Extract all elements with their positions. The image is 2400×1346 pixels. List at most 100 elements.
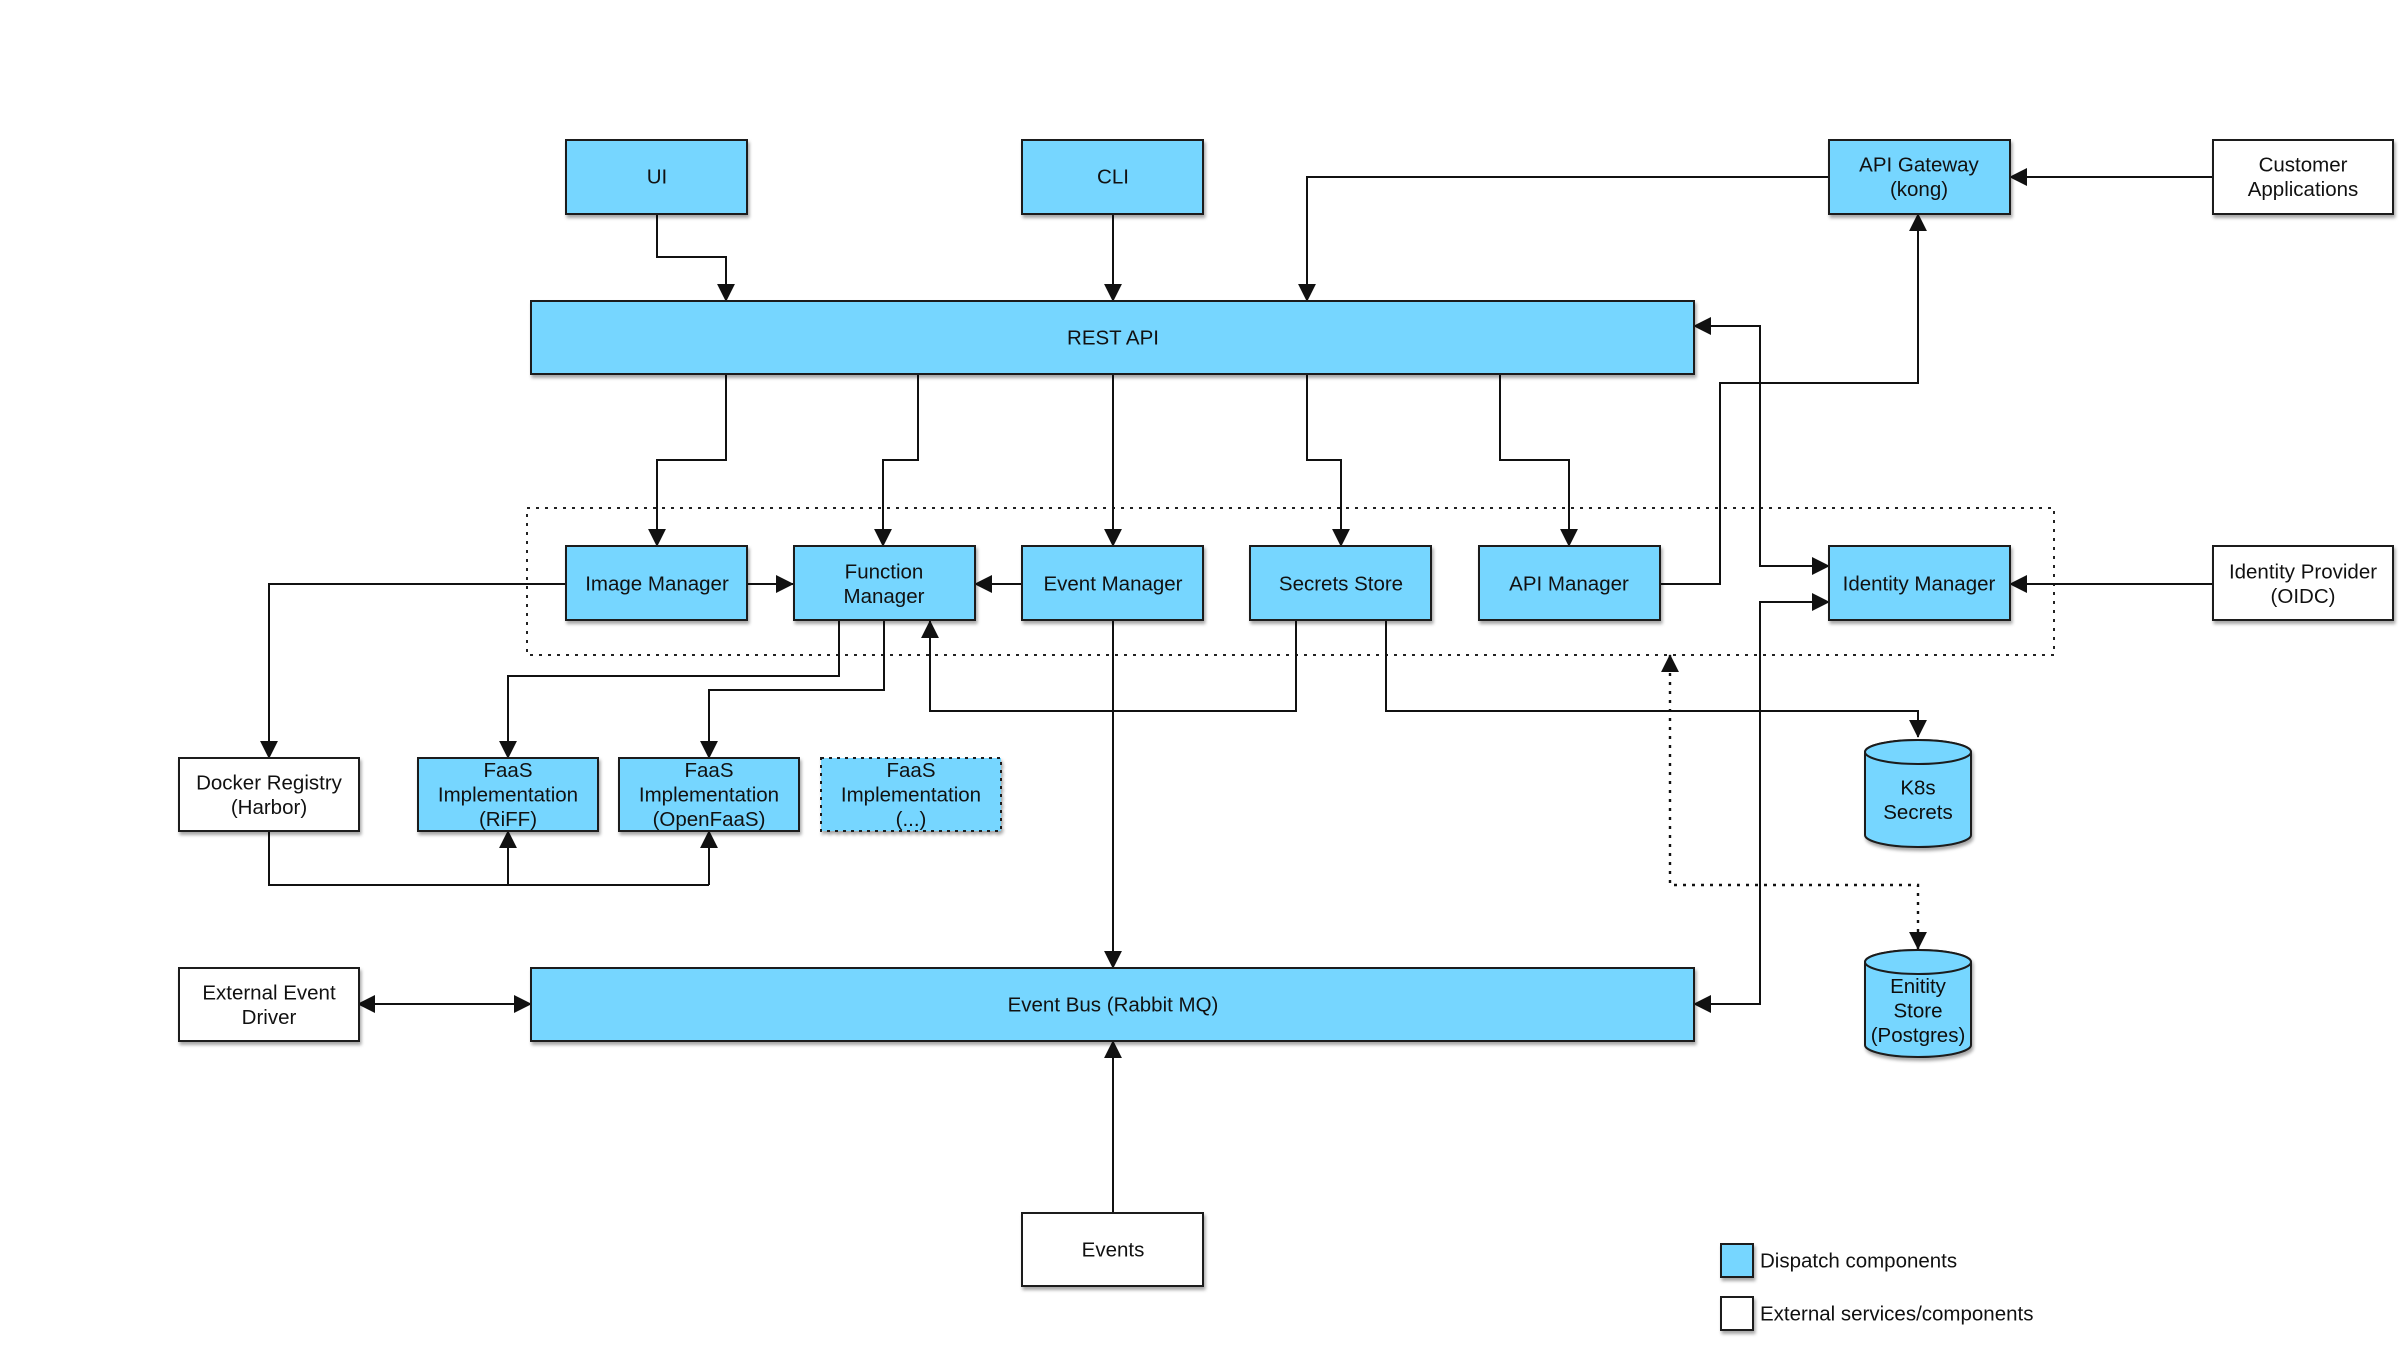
connector-rest-to-function-manager — [874, 374, 919, 547]
label-line: Docker Registry — [196, 771, 343, 794]
event-manager-box[interactable]: Event Manager — [1021, 545, 1204, 621]
connector-image-manager-to-registry — [260, 583, 566, 759]
connector-function-manager-to-riff — [499, 621, 840, 759]
event-bus-label: Event Bus (Rabbit MQ) — [1008, 994, 1219, 1017]
label-line: Manager — [844, 585, 925, 608]
secrets-store-label: Secrets Store — [1279, 573, 1403, 596]
ui-box[interactable]: UI — [565, 139, 748, 215]
label-line: API Gateway — [1859, 153, 1979, 176]
api-gateway-box[interactable]: API Gateway(kong) — [1828, 139, 2011, 215]
events-label: Events — [1082, 1239, 1145, 1262]
connector-rest-identity-manager — [1693, 317, 1830, 575]
rest-api-label: REST API — [1067, 327, 1159, 350]
label-line: Events — [1082, 1239, 1145, 1262]
label-line: Implementation — [438, 784, 578, 807]
connector-api-manager-to-gateway — [1660, 213, 1927, 585]
label-line: CLI — [1097, 166, 1129, 189]
ui-label: UI — [647, 166, 668, 189]
events-box[interactable]: Events — [1021, 1212, 1204, 1287]
label-line: (OpenFaaS) — [653, 808, 766, 831]
label-line: Identity Manager — [1843, 573, 1996, 596]
label-line: (...) — [896, 808, 927, 831]
connector-gateway-to-rest — [1298, 176, 1829, 302]
label-line: Secrets — [1883, 801, 1953, 824]
event-bus-box[interactable]: Event Bus (Rabbit MQ) — [530, 967, 1695, 1042]
image-manager-box[interactable]: Image Manager — [565, 545, 748, 621]
legend-external-label: External services/components — [1760, 1303, 2033, 1326]
label-line: Event Manager — [1043, 573, 1182, 596]
api-gateway-label: API Gateway(kong) — [1859, 153, 1979, 201]
label-line: Store — [1894, 1000, 1943, 1023]
legend: Dispatch components External services/co… — [1720, 1243, 2033, 1331]
label-line: Event Bus (Rabbit MQ) — [1008, 994, 1219, 1017]
rest-api-box[interactable]: REST API — [530, 300, 1695, 375]
label-line: Enitity — [1890, 975, 1947, 998]
label-line: API Manager — [1509, 573, 1629, 596]
identity-manager-box[interactable]: Identity Manager — [1828, 545, 2011, 621]
label-line: Customer — [2259, 153, 2348, 176]
connectors — [260, 168, 2213, 1213]
label-line: Function — [845, 560, 924, 583]
cli-box[interactable]: CLI — [1021, 139, 1204, 215]
legend-dispatch-label: Dispatch components — [1760, 1250, 1957, 1273]
label-line: UI — [647, 166, 668, 189]
label-line: FaaS — [887, 759, 936, 782]
label-line: Driver — [242, 1006, 297, 1029]
label-line: (RiFF) — [479, 808, 537, 831]
connector-ui-to-rest — [656, 214, 735, 302]
connector-rest-to-image-manager — [648, 374, 727, 547]
label-line: Secrets Store — [1279, 573, 1403, 596]
docker-registry-box[interactable]: Docker Registry(Harbor) — [178, 757, 360, 832]
label-line: REST API — [1067, 327, 1159, 350]
legend-external-swatch — [1720, 1296, 1754, 1331]
connector-secrets-to-k8s — [1385, 621, 1927, 738]
identity-manager-label: Identity Manager — [1843, 573, 1996, 596]
docker-registry-label: Docker Registry(Harbor) — [196, 771, 343, 819]
event-manager-label: Event Manager — [1043, 573, 1182, 596]
label-line: Identity Provider — [2229, 560, 2377, 583]
api-manager-box[interactable]: API Manager — [1478, 545, 1661, 621]
label-line: FaaS — [685, 759, 734, 782]
label-line: Implementation — [841, 784, 981, 807]
label-line: K8s — [1900, 776, 1935, 799]
secrets-store-box[interactable]: Secrets Store — [1249, 545, 1432, 621]
connector-bus-identity-manager — [1693, 593, 1830, 1013]
label-line: Applications — [2248, 178, 2359, 201]
label-line: FaaS — [484, 759, 533, 782]
legend-dispatch-swatch — [1720, 1243, 1754, 1278]
connector-rest-to-api-manager — [1499, 374, 1578, 547]
label-line: (Harbor) — [231, 796, 307, 819]
identity-provider-label: Identity Provider(OIDC) — [2229, 560, 2377, 608]
cli-label: CLI — [1097, 166, 1129, 189]
connector-function-manager-to-openfaas — [700, 621, 885, 759]
label-line: (OIDC) — [2271, 585, 2336, 608]
connector-registry-to-faas — [268, 831, 709, 886]
label-line: (Postgres) — [1871, 1024, 1966, 1047]
label-line: Image Manager — [585, 573, 729, 596]
image-manager-label: Image Manager — [585, 573, 729, 596]
label-line: (kong) — [1890, 178, 1948, 201]
api-manager-label: API Manager — [1509, 573, 1629, 596]
connector-rest-to-secrets-store — [1306, 374, 1350, 547]
connector-entity-store-dotted — [1661, 654, 1927, 950]
label-line: External Event — [202, 981, 336, 1004]
identity-provider-box[interactable]: Identity Provider(OIDC) — [2212, 545, 2394, 621]
label-line: Implementation — [639, 784, 779, 807]
